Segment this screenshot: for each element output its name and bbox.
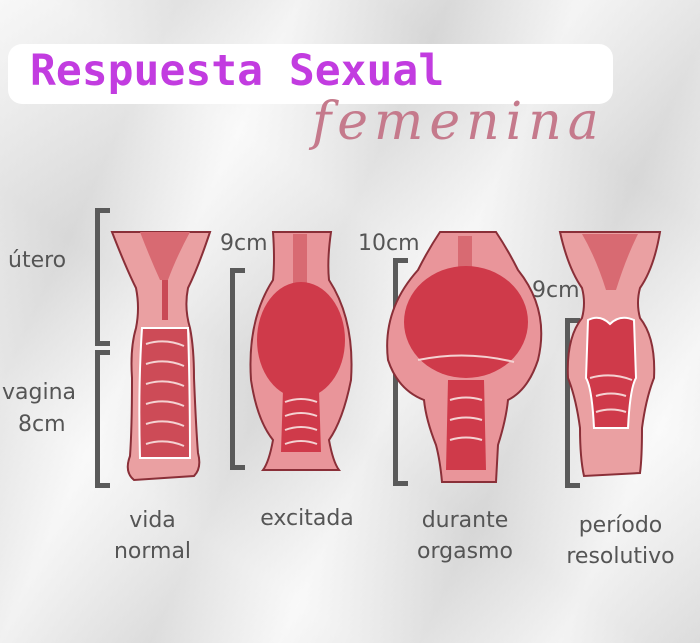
stage-label-normal: vida normal	[100, 505, 205, 567]
stage-label-excited: excitada	[243, 503, 371, 534]
resolution-measure: 9cm	[532, 278, 580, 303]
vagina-length-label: 8cm	[18, 412, 66, 437]
stage-label-resolution-line2: resolutivo	[566, 544, 675, 569]
excited-measure: 9cm	[220, 231, 268, 256]
uterus-bracket	[95, 208, 110, 346]
stage-label-orgasm-line1: durante	[421, 508, 509, 533]
excited-bracket	[230, 268, 245, 470]
vagina-bracket	[95, 350, 110, 488]
stage-label-orgasm-line2: orgasmo	[417, 539, 513, 564]
vagina-label: vagina	[2, 380, 77, 405]
stage-label-resolution: período resolutivo	[548, 510, 693, 572]
stage-label-normal-line1: vida	[129, 508, 176, 533]
stage-label-orgasm: durante orgasmo	[400, 505, 530, 567]
stage-label-excited-line1: excitada	[260, 506, 354, 531]
orgasm-measure: 10cm	[358, 231, 420, 256]
stage-label-resolution-line1: período	[578, 513, 663, 538]
organ-normal-illustration	[110, 231, 212, 482]
title-banner	[8, 44, 613, 104]
stage-label-normal-line2: normal	[113, 539, 192, 564]
organ-resolution-illustration	[558, 231, 662, 478]
resolution-bracket	[565, 318, 580, 488]
organ-excited-illustration	[249, 231, 353, 471]
page-subtitle: femenina	[312, 92, 605, 152]
uterus-label: útero	[8, 248, 67, 273]
page-title: Respuesta Sexual	[30, 46, 445, 96]
organ-orgasm-illustration	[386, 231, 543, 483]
